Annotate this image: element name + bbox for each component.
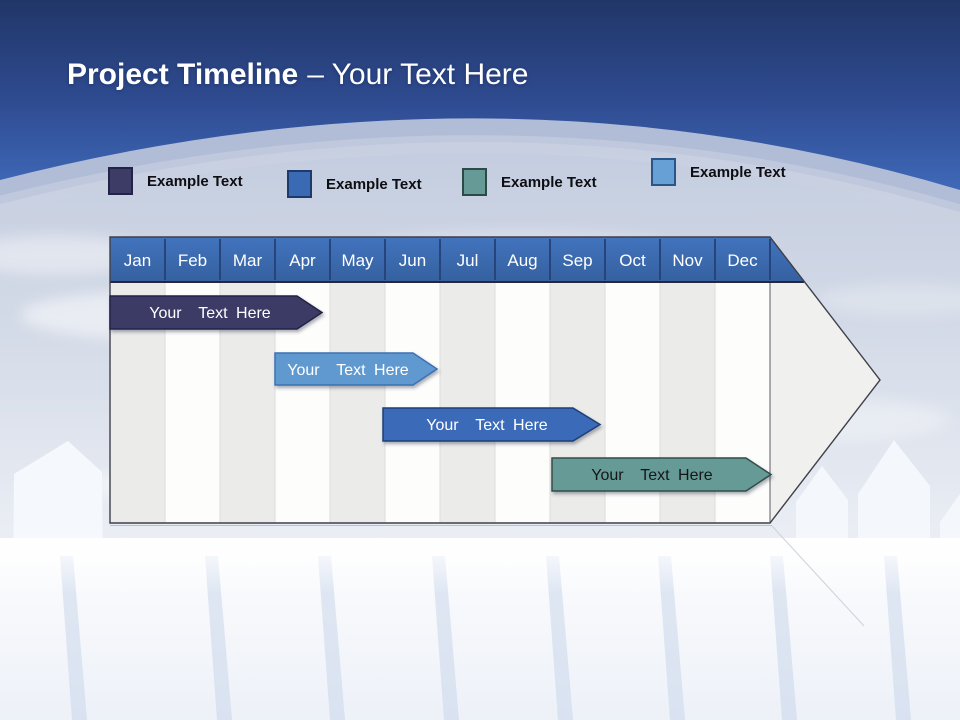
legend-label-3: Example Text — [501, 173, 597, 191]
legend-label-2: Example Text — [326, 175, 422, 193]
bar-shape-3 — [382, 407, 602, 442]
floor-reflection-stripes — [60, 556, 911, 720]
arc-band — [0, 116, 960, 213]
month-label-dec: Dec — [727, 251, 758, 270]
legend-label-4: Example Text — [690, 163, 786, 181]
month-label-feb: Feb — [178, 251, 207, 270]
bar-label-3: Your Text Here — [426, 417, 548, 434]
title-main: Project Timeline — [67, 58, 299, 91]
bar-shape-2 — [274, 352, 439, 386]
slide-title: Project Timeline– Your Text Here — [67, 58, 528, 92]
floor-fade — [0, 538, 960, 593]
legend-swatch-blue — [287, 170, 312, 198]
month-label-jul: Jul — [457, 251, 479, 270]
timeline-bar-2: Your Text Here — [274, 352, 439, 386]
month-label-mar: Mar — [233, 251, 263, 270]
legend-item-2: Example Text — [287, 170, 422, 198]
timeline-bar-4: Your Text Here — [551, 457, 773, 492]
month-label-aug: Aug — [507, 251, 537, 270]
month-label-apr: Apr — [289, 251, 316, 270]
legend-item-1: Example Text — [108, 167, 243, 195]
month-header-band — [110, 237, 804, 282]
legend-label-1: Example Text — [147, 172, 243, 190]
month-labels: Jan Feb Mar Apr May Jun Jul Aug Sep Oct … — [124, 251, 758, 270]
bar-label-2: Your Text Here — [287, 362, 409, 379]
bar-label-1: Your Text Here — [149, 305, 271, 322]
month-label-sep: Sep — [562, 251, 592, 270]
month-label-oct: Oct — [619, 251, 646, 270]
title-suffix: – Your Text Here — [307, 58, 529, 91]
arrow-reflection-line — [771, 525, 865, 627]
header-blue-band — [0, 0, 960, 190]
timeline-bar-1: Your Text Here — [109, 295, 324, 330]
bar-shape-4 — [551, 457, 773, 492]
legend-item-4: Example Text — [651, 158, 786, 186]
legend-swatch-teal — [462, 168, 487, 196]
bar-shape-1 — [109, 295, 324, 330]
legend-item-3: Example Text — [462, 168, 597, 196]
month-label-jun: Jun — [399, 251, 426, 270]
bar-label-4: Your Text Here — [591, 467, 713, 484]
legend-swatch-navy — [108, 167, 133, 195]
timeline-bar-3: Your Text Here — [382, 407, 602, 442]
plot-area-outline — [109, 236, 881, 524]
arc-band-soft — [0, 135, 960, 223]
month-label-may: May — [341, 251, 374, 270]
month-header-separators — [164, 239, 771, 280]
month-label-jan: Jan — [124, 251, 151, 270]
legend-swatch-lightblue — [651, 158, 676, 186]
month-label-nov: Nov — [672, 251, 703, 270]
